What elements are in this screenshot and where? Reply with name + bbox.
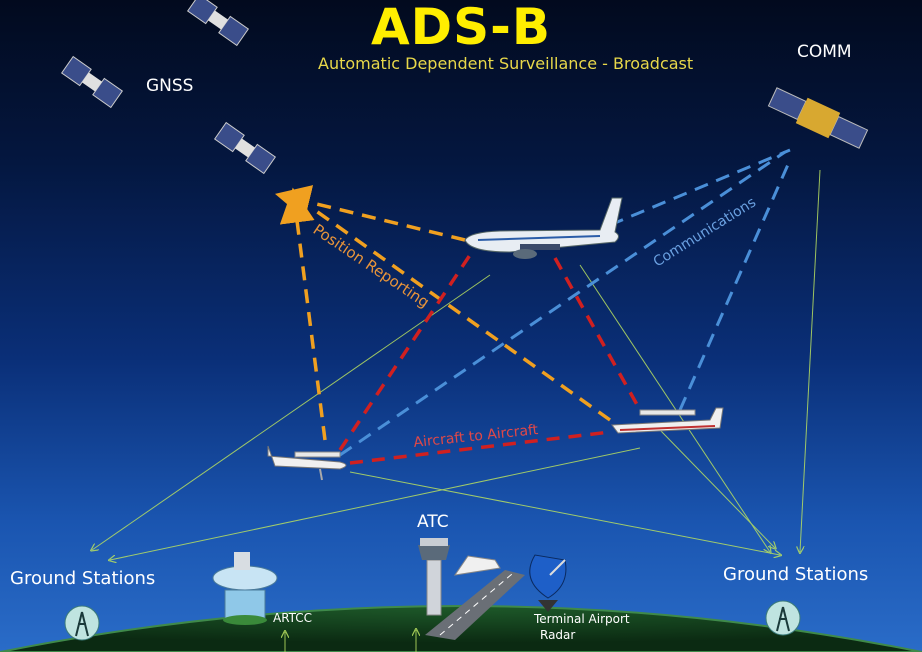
- aircraft-to-aircraft-label: Aircraft to Aircraft: [413, 422, 540, 451]
- radar-dish-icon: [529, 554, 567, 612]
- antenna-tower-icon: [765, 600, 801, 636]
- position-reporting-label: Position Reporting: [310, 220, 433, 311]
- page-title: ADS-B: [370, 0, 552, 56]
- atc-label: ATC: [417, 512, 449, 532]
- terminal-radar-label-line2: Radar: [540, 628, 576, 642]
- ground-links: [92, 169, 821, 652]
- comm-label: COMM: [797, 42, 852, 62]
- airliner-icon: [464, 197, 623, 259]
- gnss-label: GNSS: [146, 76, 194, 96]
- ground-stations-left-label: Ground Stations: [10, 568, 156, 589]
- light-aircraft-icon: [267, 445, 347, 481]
- artcc-icon: [212, 552, 278, 625]
- satellite-icon: [186, 0, 250, 47]
- runway-icon: [425, 555, 525, 640]
- satellite-icon: [213, 121, 277, 175]
- antenna-tower-icon: [64, 605, 100, 641]
- light-aircraft-icon: [611, 407, 724, 434]
- comm-satellite-icon: [767, 87, 869, 149]
- comm-links: [339, 148, 792, 457]
- control-tower-icon: [418, 538, 450, 616]
- artcc-label: ARTCC: [273, 611, 313, 625]
- aircraft-links: [338, 254, 642, 465]
- terminal-radar-label-line1: Terminal Airport: [534, 612, 630, 626]
- position-links: [274, 185, 612, 441]
- satellite-icon: [60, 55, 124, 109]
- page-subtitle: Automatic Dependent Surveillance - Broad…: [318, 54, 694, 73]
- ground-stations-right-label: Ground Stations: [723, 564, 869, 585]
